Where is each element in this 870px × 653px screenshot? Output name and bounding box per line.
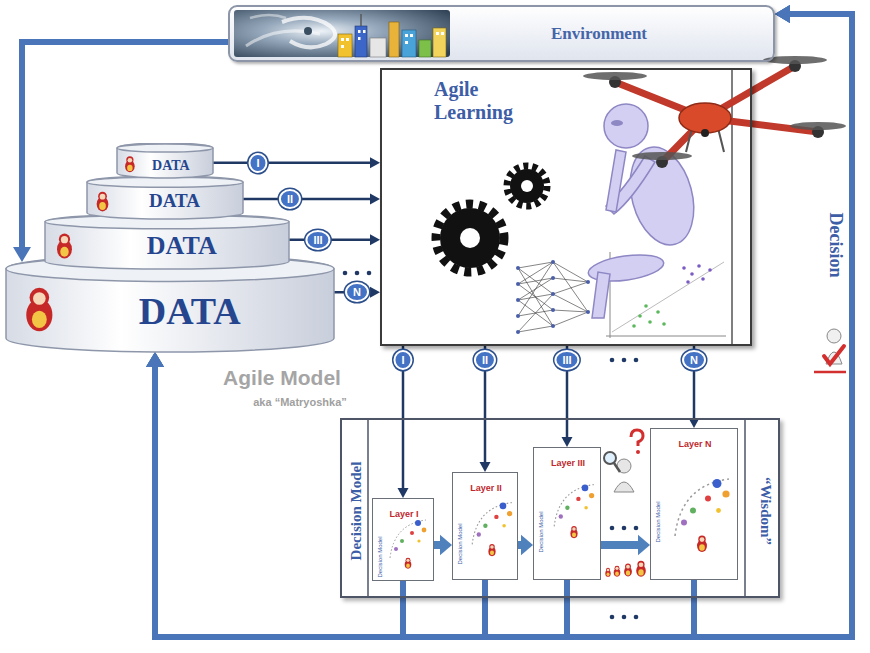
connector [146, 352, 485, 637]
layer-box: Layer II Decision Model [452, 472, 518, 580]
side-caption: Decision Model [538, 511, 544, 552]
side-caption: Decision Model [457, 523, 463, 564]
data-cylinder: DATA [44, 214, 290, 270]
layer-title: Layer II [470, 483, 502, 493]
connector [601, 535, 650, 555]
connector [694, 5, 852, 637]
connector [146, 352, 567, 637]
connector-line [289, 239, 372, 242]
connector-line [213, 162, 372, 165]
arrowhead [775, 5, 790, 23]
learning-box: Agile Learning [380, 68, 752, 346]
layer-box: Layer N Decision Model [650, 428, 738, 580]
connector [289, 234, 380, 245]
callout-number: III [305, 230, 330, 250]
connector [567, 5, 852, 637]
arrowhead [775, 5, 790, 23]
arrowhead [13, 247, 31, 262]
layer-title: Layer I [389, 509, 418, 519]
data-cylinder: DATA [116, 143, 214, 179]
model-title: Agile Model [223, 366, 341, 390]
callout-number: N [345, 282, 369, 302]
connector [485, 5, 852, 637]
matryoshka-doll [97, 192, 109, 212]
arrowhead [398, 488, 409, 498]
side-caption: Decision Model [377, 536, 383, 577]
arrowhead [370, 157, 380, 168]
callout-number: II [474, 350, 496, 370]
box-title: Environment [551, 24, 647, 44]
cylinder-body [87, 176, 243, 219]
matryoshka-doll [125, 156, 135, 172]
layer-title: Layer N [678, 439, 711, 449]
environment-box: Environment [228, 5, 775, 62]
connector-line [694, 14, 852, 637]
connector [403, 5, 852, 637]
arrowhead [562, 437, 573, 447]
data-cylinder: DATA [86, 176, 244, 220]
arrowhead [146, 352, 164, 367]
connector [243, 193, 380, 204]
layer-box: Layer I Decision Model [372, 498, 434, 581]
callout-number: III [554, 350, 579, 370]
connector-line [243, 198, 372, 201]
callout-number: II [279, 189, 301, 209]
callout-number: I [393, 350, 412, 370]
arrowhead [370, 287, 380, 298]
connector [434, 535, 452, 555]
connector [146, 352, 694, 637]
arrowhead [480, 462, 491, 472]
connector-line [601, 541, 640, 549]
callout-number: N [682, 350, 706, 370]
arrowhead [638, 535, 650, 555]
cylinder-body [117, 143, 213, 178]
decision-model-box: Decision Model “Wisdom” Layer I Decision Mo… [340, 418, 780, 598]
matryoshka-doll [26, 288, 52, 332]
arrowhead [146, 352, 164, 367]
arrowhead [146, 352, 164, 367]
arrowhead [146, 352, 164, 367]
connector-line [485, 14, 852, 637]
arrowhead [775, 5, 790, 23]
connector [146, 352, 403, 637]
data-title: DATA [147, 231, 217, 261]
matryoshka-doll [57, 234, 72, 259]
cylinder-body [45, 214, 289, 269]
arrowhead [775, 5, 790, 23]
box-title: Agile Learning [434, 78, 546, 124]
arrowhead [440, 535, 452, 555]
cylinder-top [45, 215, 289, 229]
side-caption: Decision Model [655, 501, 661, 542]
cylinder-body [6, 255, 334, 352]
cylinder-top [6, 256, 334, 281]
cylinder-top [117, 144, 213, 152]
model-subtitle: aka “Matryoshka” [253, 396, 347, 408]
arrowhead [521, 535, 533, 555]
side-title: “Wisdom” [757, 477, 774, 545]
data-title: DATA [152, 158, 190, 174]
layer-title: Layer III [551, 458, 585, 468]
edge-label: Decision [825, 210, 846, 281]
data-title: DATA [149, 190, 200, 212]
arrowhead [370, 234, 380, 245]
layer-box: Layer III Decision Model [533, 447, 601, 580]
side-title: Decision Model [348, 462, 365, 561]
arrowhead [370, 193, 380, 204]
data-title: DATA [139, 289, 241, 333]
cylinder-top [87, 177, 243, 187]
connector-line [403, 14, 852, 637]
callout-number: I [248, 153, 267, 173]
connector [213, 157, 380, 168]
connector-line [567, 14, 852, 637]
connector [518, 535, 533, 555]
